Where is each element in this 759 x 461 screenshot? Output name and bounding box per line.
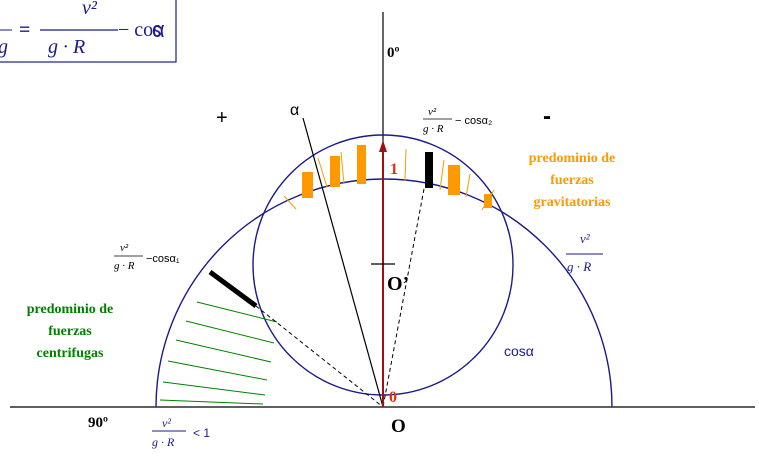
gravitational-region-label: predominio de fuerzas gravitatorias [529,151,615,210]
svg-text:fuerzas: fuerzas [550,173,594,188]
formula-denominator: g · R [48,36,85,58]
centrifugal-lines [159,301,278,405]
label-zero-deg: 0º [387,45,400,61]
left-expression: v² g · R −cosα₁ [114,242,180,272]
svg-text:< 1: < 1 [193,426,210,440]
centrifugal-region-label: predominio de fuerzas centrifugas [27,302,113,361]
top-expression: v² g · R − cosα₂ [423,106,492,135]
svg-text:predominio de: predominio de [27,302,113,317]
formula-alpha: α [152,17,165,42]
formula-left-denominator: g [0,36,8,58]
dashed-line-top [382,188,425,408]
formula-equals: = [19,19,30,41]
svg-text:centrifugas: centrifugas [37,346,104,361]
label-point-O-prime: O’ [387,273,409,295]
right-expression: v² g · R [566,231,603,274]
label-alpha: α [290,102,299,119]
label-plus: + [216,107,228,129]
label-ninety-deg: 90º [88,415,108,431]
svg-text:v²: v² [162,416,171,430]
svg-text:predominio de: predominio de [529,151,615,166]
svg-text:v²: v² [428,106,437,118]
svg-text:g · R: g · R [152,435,175,449]
black-bar-left [208,269,258,309]
label-one: 1 [390,161,398,178]
formula-box: g = v² g · R − cos α [0,0,177,63]
svg-text:−cosα₁: −cosα₁ [146,253,180,265]
svg-text:g · R: g · R [114,260,135,272]
svg-text:g · R: g · R [567,259,591,274]
red-vector-arrowhead [379,140,387,152]
label-cos-alpha: cosα [504,343,534,359]
formula-minus-cos: − cos [118,19,161,41]
svg-text:g · R: g · R [423,123,444,135]
svg-text:v²: v² [580,231,591,246]
label-zero: 0 [389,389,397,406]
svg-text:gravitatorias: gravitatorias [534,195,612,210]
alpha-line [302,117,384,408]
svg-text:v²: v² [120,242,129,254]
orange-bars [302,145,492,208]
svg-text:− cosα₂: − cosα₂ [455,115,492,127]
label-point-O: O [391,416,406,437]
formula-numerator: v² [82,0,98,19]
svg-text:fuerzas: fuerzas [48,324,92,339]
label-minus: - [543,103,551,130]
bottom-expression: v² g · R < 1 [152,416,210,449]
dashed-line-left [255,305,384,408]
black-bar-top [425,152,433,188]
